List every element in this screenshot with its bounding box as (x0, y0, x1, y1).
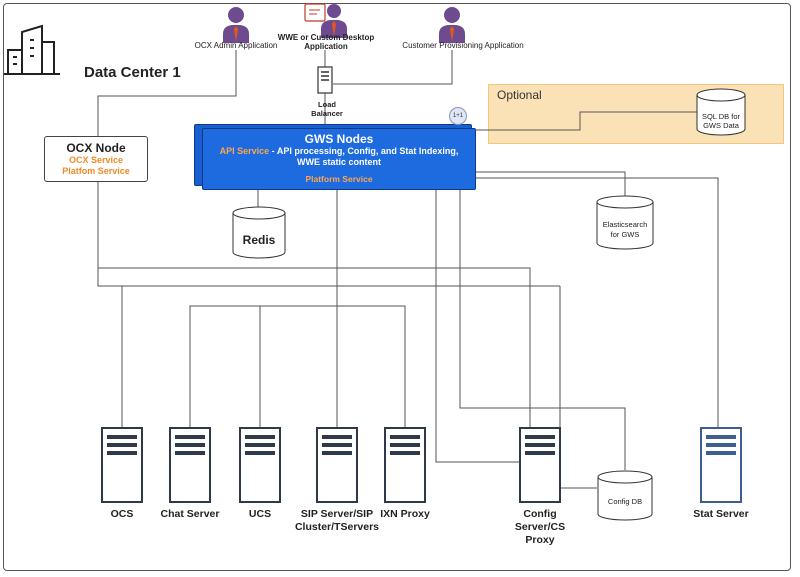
ocs-label: OCS (110, 508, 134, 520)
sip-server-label: SIP Server/SIP Cluster/TServers (294, 508, 380, 533)
diagram-frame (3, 3, 791, 571)
gws-platform-service-label: Platform Service (305, 174, 373, 184)
config-server-label: Config Server/CS Proxy (514, 508, 566, 546)
user-icon (223, 7, 249, 43)
load-balancer-icon (317, 66, 333, 94)
chat-server-label: Chat Server (160, 508, 220, 520)
gws-nodes-title: GWS Nodes (304, 132, 374, 146)
agent-desktop-icon (304, 3, 347, 38)
gws-nodes-box: GWS Nodes API Service - API processing, … (202, 128, 476, 190)
ixn-proxy-label: IXN Proxy (380, 508, 430, 520)
stat-server-icon (700, 427, 742, 503)
api-service-desc: - API processing, Config, and Stat Index… (269, 146, 459, 167)
config-db-icon (597, 470, 653, 521)
ocx-platform-service-label: Platfom Service (62, 166, 130, 176)
ucs-label: UCS (248, 508, 272, 520)
redis-db-icon (232, 206, 286, 259)
sql-db-icon (696, 88, 746, 136)
ocx-node-title: OCX Node (66, 141, 126, 155)
sip-server-icon (316, 427, 358, 503)
user-icon (439, 7, 465, 43)
ocx-node-box: OCX Node OCX Service Platfom Service (44, 136, 148, 182)
ocx-service-label: OCX Service (68, 155, 124, 165)
data-center-title: Data Center 1 (84, 64, 181, 81)
ixn-proxy-icon (384, 427, 426, 503)
ocx-admin-app-label: OCX Admin Application (194, 41, 278, 50)
load-balancer-label: Load Balancer (311, 100, 343, 118)
api-service-label: API Service (219, 146, 270, 156)
redis-label: Redis (242, 233, 276, 247)
wwe-app-label: WWE or Custom Desktop Application (277, 33, 375, 51)
building-icon (4, 24, 60, 75)
redundancy-badge: 1+1 (449, 107, 467, 125)
config-server-icon (519, 427, 561, 503)
ucs-server-icon (239, 427, 281, 503)
elasticsearch-label: Elasticsearch for GWS (602, 220, 648, 239)
elasticsearch-db-icon (596, 195, 654, 250)
customer-provisioning-label: Customer Provisioning Application (402, 41, 524, 50)
chat-server-icon (169, 427, 211, 503)
optional-label: Optional (497, 88, 542, 102)
ocs-server-icon (101, 427, 143, 503)
stat-server-label: Stat Server (693, 508, 749, 520)
sql-db-label: SQL DB for GWS Data (701, 112, 741, 130)
config-db-label: Config DB (607, 497, 643, 506)
gws-api-description: API Service - API processing, Config, an… (203, 146, 475, 168)
